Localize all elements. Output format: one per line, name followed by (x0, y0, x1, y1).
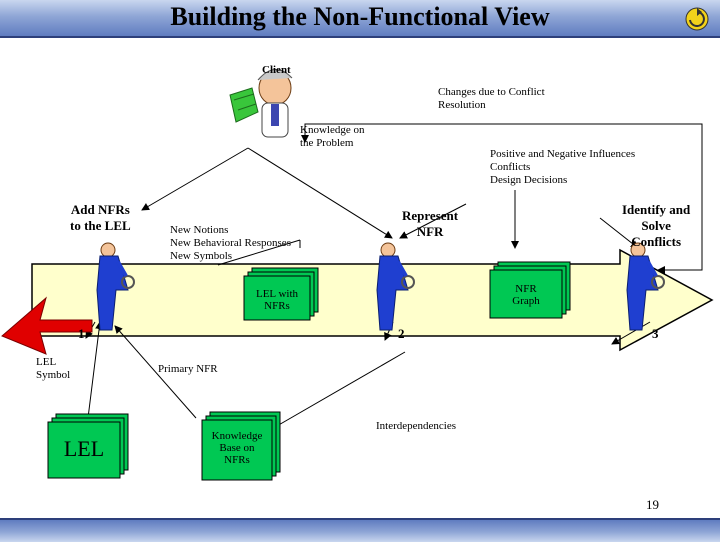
knowledge-label: Knowledge on the Problem (300, 124, 365, 149)
lel-with-nfrs-label: LEL with NFRs (255, 288, 299, 312)
step1-title: Add NFRs to the LEL (70, 202, 131, 233)
lel-stack (47, 413, 129, 479)
step-number-3: 3 (652, 326, 659, 341)
lel-label: LEL (63, 436, 105, 461)
worker-figure-1-icon (96, 242, 135, 331)
lel-with-nfrs-stack (243, 267, 319, 321)
lel-symbol-label: LEL Symbol (36, 356, 71, 381)
interdependencies-label: Interdependencies (376, 420, 457, 432)
worker-figure-2-icon (376, 242, 415, 331)
header-bar (0, 0, 720, 38)
footer-bar (0, 518, 720, 542)
influences-label: Positive and Negative Influences Conflic… (490, 148, 636, 186)
step-number-2: 2 (398, 326, 405, 341)
nfr-graph-label: NFR Graph (512, 283, 540, 307)
nfr-graph-stack (489, 261, 571, 319)
changes-label: Changes due to Conflict Resolution (438, 86, 545, 111)
knowledge-base-stack (201, 411, 281, 481)
new-notions-label: New Notions New Behavioral Responses New… (170, 224, 291, 262)
step-number-1: 1 (78, 326, 85, 341)
step2-title: Represent NFR (402, 208, 459, 239)
page-number: 19 (646, 497, 659, 512)
process-arrow (31, 248, 714, 352)
primary-nfr-label: Primary NFR (158, 363, 218, 375)
client-figure-icon (229, 69, 293, 138)
red-pointer-arrow (1, 296, 93, 355)
presentation-logo-icon (685, 7, 709, 31)
client-label: Client (262, 64, 291, 76)
slide-title: Building the Non-Functional View (170, 2, 550, 31)
knowledge-base-label: Knowledge Base on NFRs (211, 430, 263, 466)
worker-figure-3-icon (626, 242, 665, 331)
step3-title: Identify and Solve Conflicts (622, 202, 691, 249)
